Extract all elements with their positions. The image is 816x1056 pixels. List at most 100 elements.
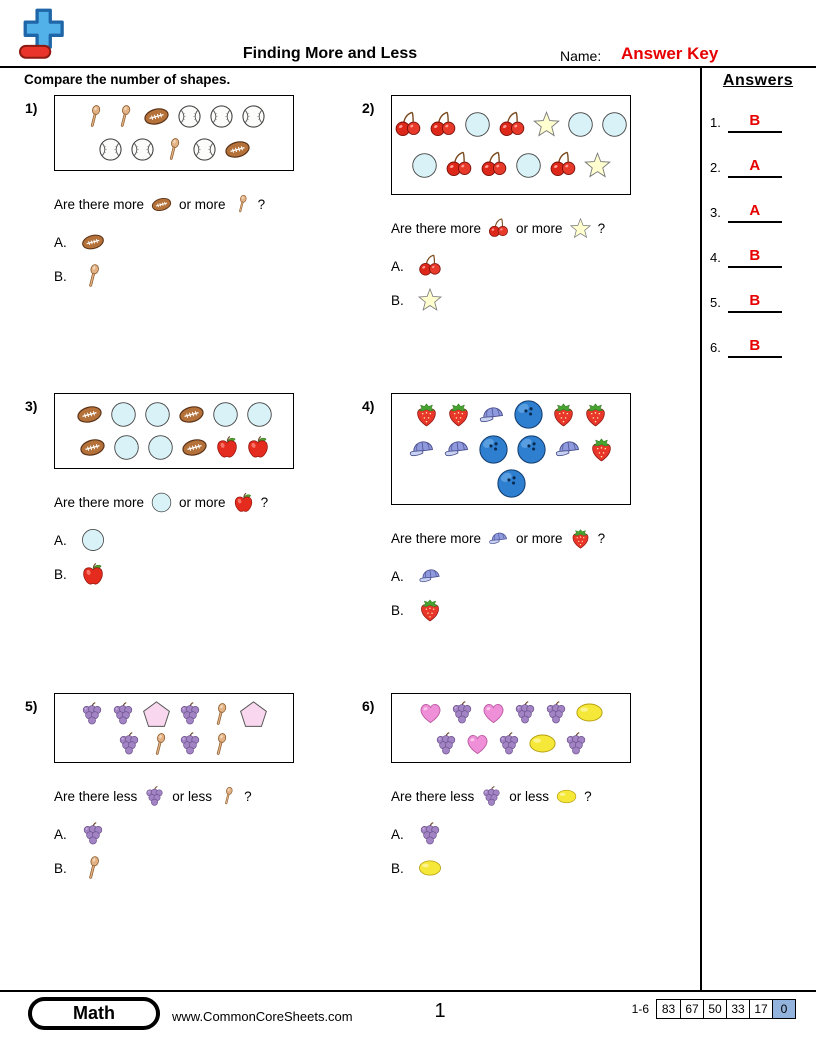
- choice-label: A.: [54, 826, 67, 842]
- answer-value: B: [749, 337, 761, 354]
- cherry-icon: [497, 110, 527, 140]
- score-cell: 67: [680, 1000, 703, 1018]
- choice: A.: [54, 819, 294, 849]
- cap-icon: [407, 434, 437, 464]
- football-icon: [223, 135, 252, 164]
- subject-badge: Math: [28, 997, 160, 1030]
- answer-number: 4.: [710, 250, 721, 265]
- choice-label: A.: [54, 532, 67, 548]
- shape-box: [391, 95, 631, 195]
- question-text: ?: [584, 788, 592, 804]
- choice-label: B.: [54, 860, 67, 876]
- circle-icon: [245, 400, 274, 429]
- grapes-icon: [480, 785, 503, 808]
- grapes-icon: [496, 731, 522, 757]
- problem-number: 4): [362, 398, 375, 414]
- score-cell: 50: [703, 1000, 726, 1018]
- answer-line: A: [727, 157, 782, 178]
- shape-row: [396, 467, 626, 500]
- bowling-icon: [477, 433, 510, 466]
- cherry-icon: [393, 110, 423, 140]
- header-rule: [0, 66, 816, 68]
- shape-row: [59, 400, 289, 429]
- star-icon: [532, 110, 561, 139]
- baseball-icon: [208, 103, 235, 130]
- choices: A.B.: [391, 819, 631, 883]
- grapes-icon: [512, 700, 538, 726]
- page-number: 1: [434, 1000, 446, 1022]
- strawberry-icon: [445, 401, 472, 428]
- spoon-icon: [161, 137, 186, 162]
- answers-title: Answers: [722, 72, 794, 89]
- score-cell: 0: [772, 1000, 795, 1018]
- choices: A.B.: [391, 251, 631, 315]
- question-text: ?: [260, 494, 269, 510]
- apple-icon: [214, 434, 240, 460]
- shape-box: [54, 393, 294, 469]
- strawberry-icon: [413, 401, 440, 428]
- heart-icon: [417, 699, 444, 726]
- spoon-icon: [147, 732, 172, 757]
- question-text: Are there more: [391, 530, 482, 546]
- answers-panel: Answers 1. B 2. A 3. A 4. B 5. B 6. B: [702, 72, 814, 382]
- shape-row: [396, 433, 626, 466]
- cherry-icon: [548, 150, 578, 180]
- shape-row: [59, 731, 289, 757]
- answer-item: 1. B: [710, 112, 814, 133]
- apple-icon: [80, 561, 106, 587]
- website-link: www.CommonCoreSheets.com: [172, 1009, 353, 1024]
- shape-box: [54, 693, 294, 763]
- shape-box: [54, 95, 294, 171]
- answer-line: B: [727, 337, 782, 358]
- choice: A.: [391, 561, 631, 591]
- cherry-icon: [444, 150, 474, 180]
- circle-icon: [146, 433, 175, 462]
- cap-icon: [487, 527, 510, 550]
- subject-label: Math: [73, 1003, 115, 1023]
- choice-label: B.: [391, 602, 404, 618]
- answer-number: 2.: [710, 160, 721, 175]
- question-text: Are there more: [391, 220, 482, 236]
- grapes-icon: [80, 821, 106, 847]
- cap-icon: [553, 434, 583, 464]
- strawberry-icon: [550, 401, 577, 428]
- circle-icon: [109, 400, 138, 429]
- grapes-icon: [177, 701, 203, 727]
- circle-icon: [211, 400, 240, 429]
- circle-icon: [143, 400, 172, 429]
- page-title: Finding More and Less: [242, 45, 418, 62]
- grapes-icon: [116, 731, 142, 757]
- circle-icon: [112, 433, 141, 462]
- name-label: Name:: [560, 48, 602, 64]
- strawberry-icon: [582, 401, 609, 428]
- heart-icon: [480, 699, 507, 726]
- shape-row: [396, 697, 626, 728]
- shape-row: [396, 150, 626, 180]
- answer-line: B: [727, 292, 782, 313]
- choice-label: B.: [391, 292, 404, 308]
- grapes-icon: [177, 731, 203, 757]
- plus-minus-logo-icon: [18, 8, 64, 59]
- football-icon: [180, 433, 209, 462]
- question-text: or more: [179, 196, 226, 212]
- strawberry-icon: [569, 527, 592, 550]
- shape-box: [391, 693, 631, 763]
- choice-label: A.: [391, 568, 404, 584]
- shape-row: [396, 110, 626, 140]
- answer-item: 5. B: [710, 292, 814, 313]
- circle-icon: [514, 151, 543, 180]
- spoon-icon: [80, 855, 106, 881]
- baseball-icon: [240, 103, 267, 130]
